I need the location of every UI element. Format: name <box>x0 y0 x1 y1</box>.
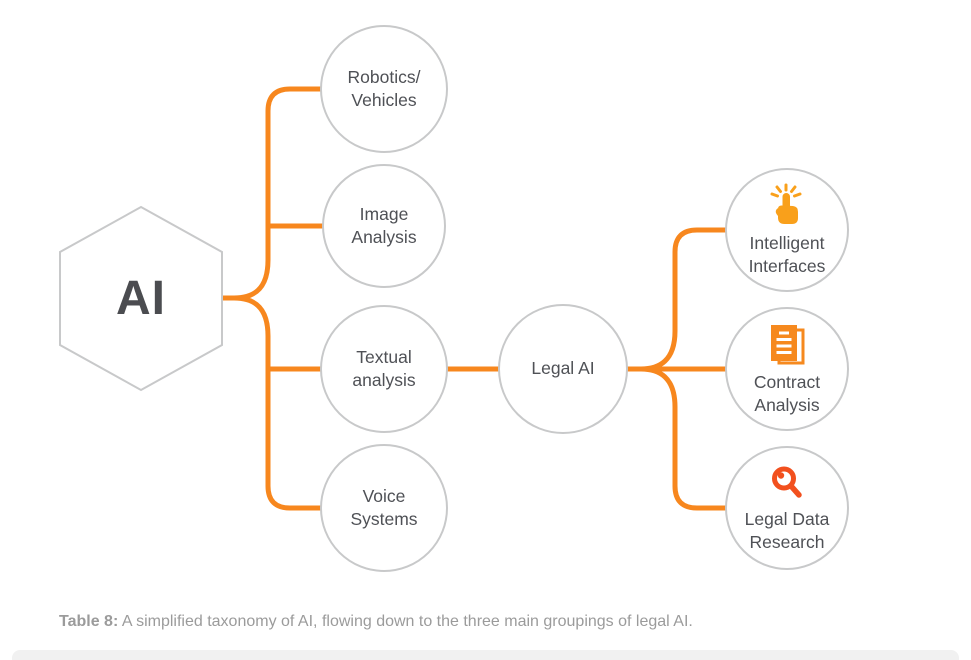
node-shapes <box>59 25 849 572</box>
node-image-analysis: Image Analysis <box>314 156 454 296</box>
voice-circle-shape <box>320 444 448 572</box>
node-legal-data-research-label: Legal Data Research <box>744 508 830 552</box>
node-textual-analysis: Textual analysis <box>314 299 454 439</box>
node-ai: AI <box>71 228 211 368</box>
intelligent-circle-shape <box>725 168 849 292</box>
textual-circle-shape <box>320 305 448 433</box>
node-intelligent-interfaces-label: Intelligent Interfaces <box>748 232 826 276</box>
image-circle-shape <box>322 164 446 288</box>
node-contract-analysis-label: Contract Analysis <box>753 371 821 415</box>
link-ai-voice <box>222 295 321 511</box>
document-stack-icon <box>771 324 805 365</box>
table-caption-text: A simplified taxonomy of AI, flowing dow… <box>118 613 693 630</box>
table-caption: Table 8: A simplified taxonomy of AI, fl… <box>59 613 919 631</box>
next-section-strip <box>12 650 959 660</box>
research-circle-shape <box>725 446 849 570</box>
legal-circle-shape <box>498 304 628 434</box>
link-legal-research <box>627 366 726 511</box>
link-legal-intelligent <box>627 227 726 372</box>
node-contract-analysis: Contract Analysis <box>717 305 857 435</box>
node-legal-ai-label: Legal AI <box>531 358 595 379</box>
magnifier-icon <box>772 466 802 498</box>
table-caption-prefix: Table 8: <box>59 613 119 630</box>
node-intelligent-interfaces: Intelligent Interfaces <box>717 164 857 296</box>
robotics-circle-shape <box>320 25 448 153</box>
node-voice-systems-label: Voice Systems <box>350 485 418 529</box>
connector-lines <box>222 86 726 511</box>
node-robotics-vehicles-label: Robotics/ Vehicles <box>347 66 421 110</box>
node-image-analysis-label: Image Analysis <box>351 203 417 247</box>
contract-circle-shape <box>725 307 849 431</box>
node-robotics-vehicles: Robotics/ Vehicles <box>314 19 454 159</box>
node-ai-label: AI <box>116 271 166 325</box>
node-legal-data-research: Legal Data Research <box>717 443 857 575</box>
ai-hexagon-shape <box>59 205 223 392</box>
node-legal-ai: Legal AI <box>493 299 633 439</box>
link-ai-robotics <box>222 86 321 301</box>
tap-hand-icon <box>770 183 802 224</box>
node-textual-analysis-label: Textual analysis <box>352 346 416 390</box>
node-voice-systems: Voice Systems <box>314 438 454 578</box>
